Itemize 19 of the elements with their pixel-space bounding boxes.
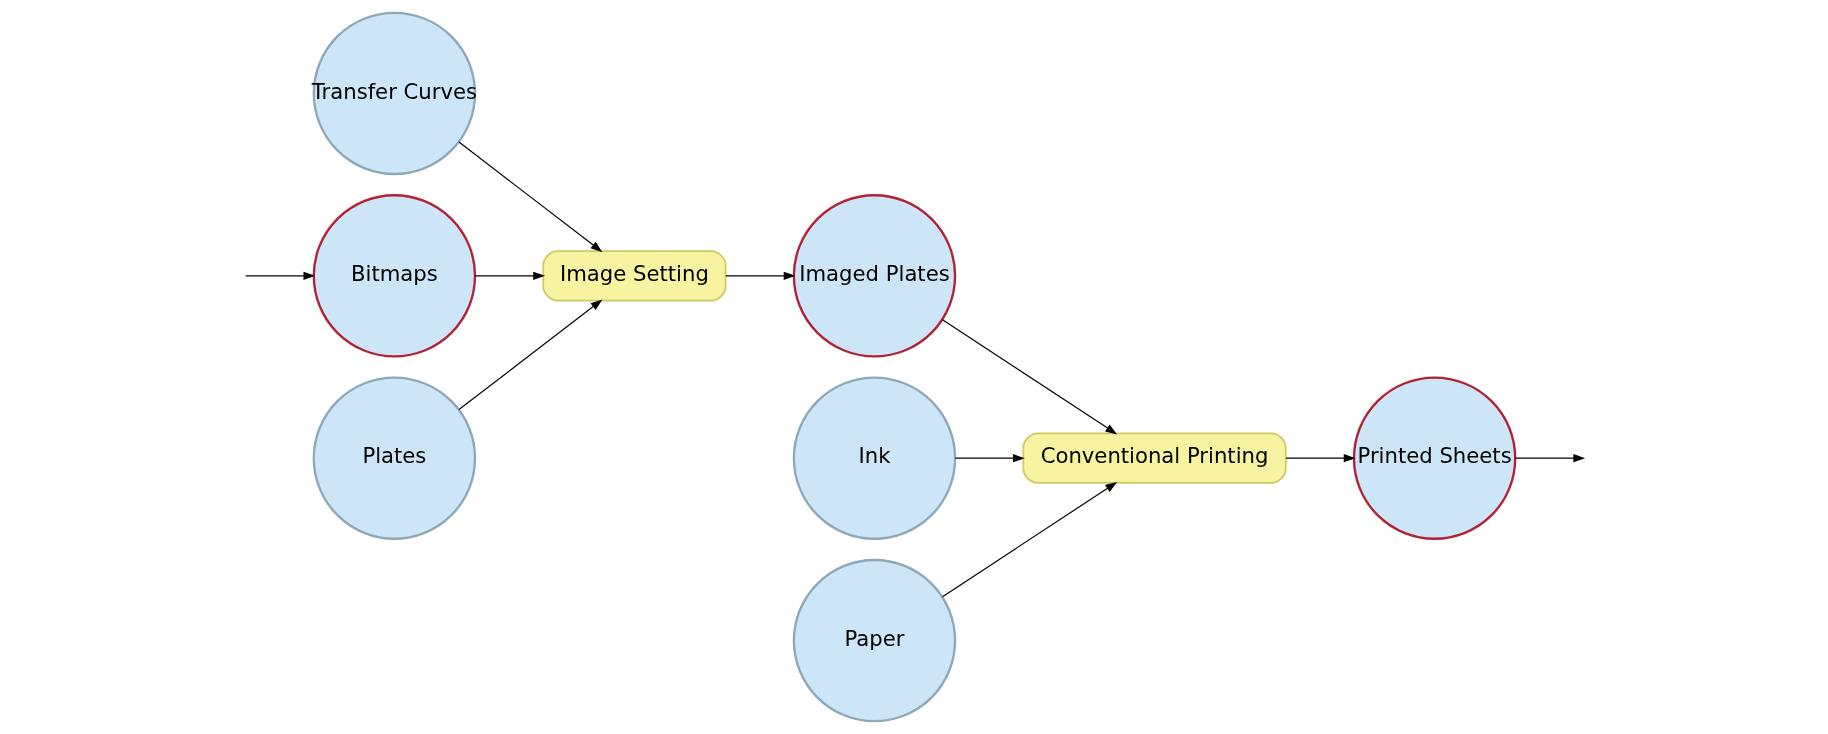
node-circle: Printed Sheets (1352, 376, 1516, 540)
arrow (724, 271, 795, 280)
arrow (1514, 454, 1585, 463)
arrow (941, 319, 1117, 435)
arrow (457, 299, 602, 411)
node-box: Image Setting (541, 250, 727, 302)
arrow (954, 454, 1025, 463)
node-circle: Imaged Plates (792, 194, 956, 358)
node-circle: Paper (792, 558, 956, 723)
node-box: Conventional Printing (1021, 432, 1287, 484)
arrow (473, 271, 545, 280)
arrow (1284, 454, 1356, 463)
node-circle: Ink (792, 376, 956, 540)
arrow (941, 481, 1117, 598)
arrow (457, 141, 602, 253)
node-circle: Plates (312, 376, 476, 540)
node-circle: Transfer Curves (312, 11, 476, 176)
node-circle: Bitmaps (312, 194, 476, 358)
arrow (244, 271, 315, 280)
